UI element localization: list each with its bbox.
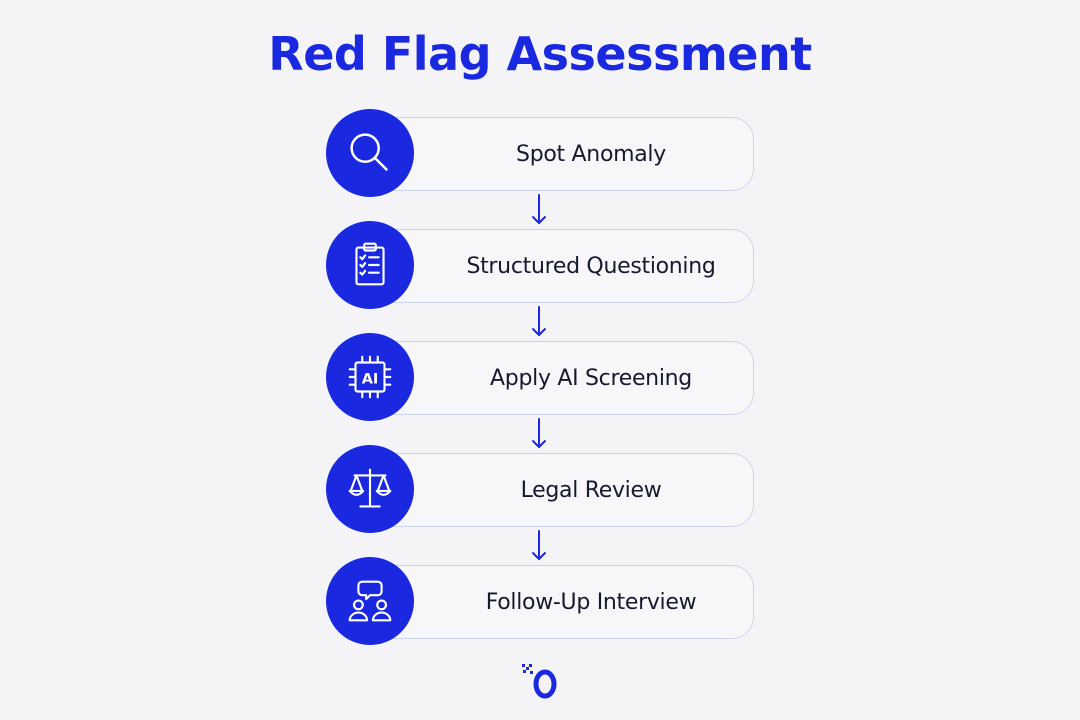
ai-chip-icon: AI bbox=[326, 333, 414, 421]
step-spot-anomaly: Spot Anomaly bbox=[326, 109, 758, 197]
down-arrow-icon bbox=[524, 529, 554, 560]
step-label: Follow-Up Interview bbox=[485, 589, 697, 615]
step-legal-review: Legal Review bbox=[326, 445, 758, 533]
step-structured-questioning: Structured Questioning bbox=[326, 221, 758, 309]
clipboard-checklist-icon bbox=[326, 221, 414, 309]
step-follow-up-interview: Follow-Up Interview bbox=[326, 557, 758, 645]
down-arrow-icon bbox=[524, 305, 554, 336]
step-card bbox=[364, 565, 754, 639]
down-arrow-icon bbox=[524, 417, 554, 448]
step-card bbox=[364, 453, 754, 527]
magnifier-icon bbox=[326, 109, 414, 197]
brand-logo-icon bbox=[518, 658, 562, 702]
ai-chip-text: AI bbox=[362, 371, 379, 387]
step-label: Apply AI Screening bbox=[490, 365, 692, 391]
assessment-flow: Spot Anomaly Structured Questioning bbox=[326, 109, 758, 645]
step-label: Structured Questioning bbox=[466, 253, 716, 279]
step-apply-ai-screening: Apply AI Screening AI bbox=[326, 333, 758, 421]
step-card bbox=[364, 229, 754, 303]
scales-icon bbox=[326, 445, 414, 533]
step-card bbox=[364, 117, 754, 191]
people-chat-icon bbox=[326, 557, 414, 645]
page-title: Red Flag Assessment bbox=[268, 27, 812, 81]
step-label: Spot Anomaly bbox=[516, 141, 666, 167]
down-arrow-icon bbox=[524, 193, 554, 224]
step-label: Legal Review bbox=[520, 477, 662, 503]
